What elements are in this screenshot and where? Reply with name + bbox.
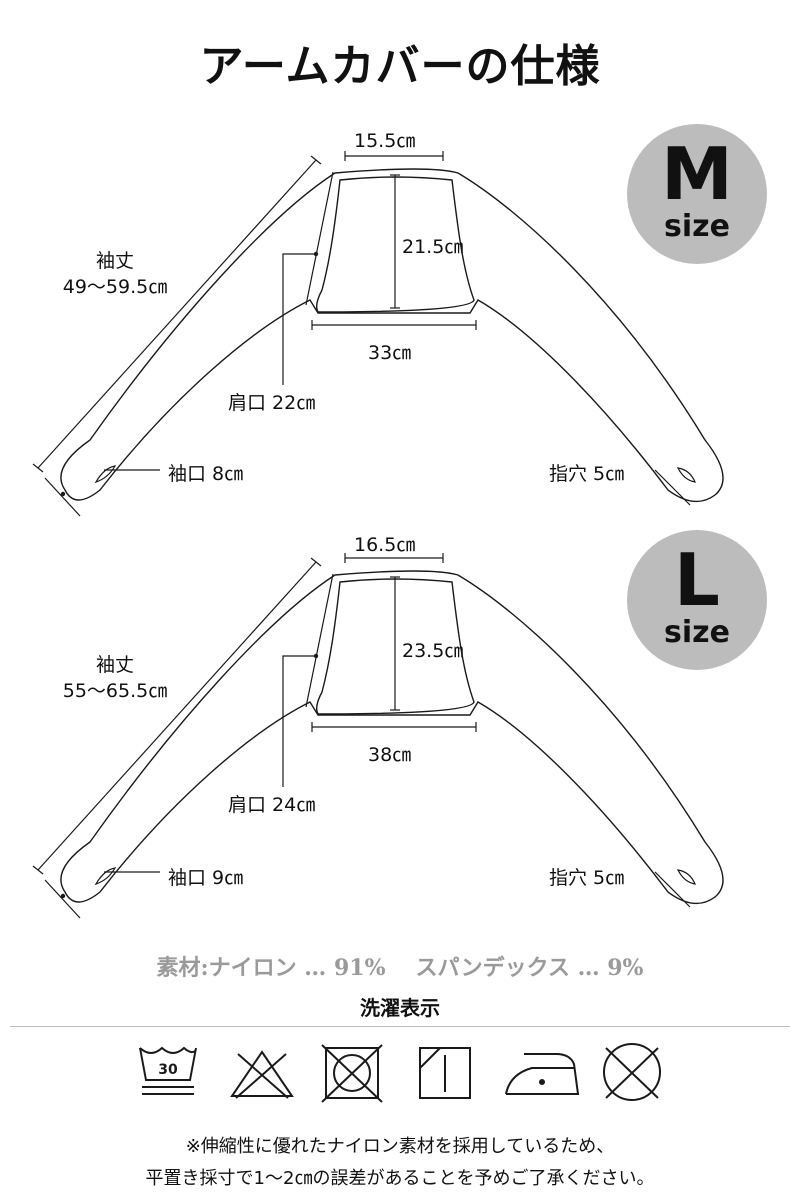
width-label: 38㎝ [368, 744, 412, 766]
note-line-2: 平置き採寸で1〜2㎝の誤差があることを予めご了承ください。 [145, 1168, 655, 1189]
thumb-hole-label: 指穴 5㎝ [549, 867, 625, 889]
height-label: 23.5㎝ [402, 640, 464, 662]
shoulder-top-label: 15.5㎝ [354, 130, 416, 152]
material-line: 素材:ナイロン … 91% スパンデックス … 9% [0, 950, 800, 982]
care-title: 洗濯表示 [360, 996, 440, 1020]
material-item-nylon: ナイロン … 91% [208, 955, 386, 981]
note-line-1: ※伸縮性に優れたナイロン素材を採用しているため、 [185, 1136, 615, 1157]
page-title: アームカバーの仕様 [199, 41, 601, 92]
size-word: size [664, 615, 730, 650]
width-label: 33㎝ [368, 342, 412, 364]
sleeve-length-value: 49〜59.5㎝ [62, 276, 168, 298]
sleeve-length-title: 袖丈 [95, 250, 134, 272]
size-badge-l: L size [627, 530, 767, 670]
height-label: 21.5㎝ [402, 236, 464, 258]
material-label: 素材: [156, 955, 209, 981]
size-word: size [664, 209, 730, 244]
sleeve-length-title: 袖丈 [95, 654, 134, 676]
shoulder-top-label: 16.5㎝ [354, 534, 416, 556]
cuff-label: 袖口 9㎝ [168, 867, 244, 889]
divider [10, 1026, 790, 1027]
size-badge-m: M size [627, 124, 767, 264]
thumb-hole-label: 指穴 5㎝ [549, 463, 625, 485]
size-letter: M [661, 132, 733, 216]
material-item-spandex: スパンデックス … 9% [415, 955, 644, 981]
sleeve-length-value: 55〜65.5㎝ [62, 680, 168, 702]
shoulder-opening-label: 肩口 24㎝ [228, 794, 316, 816]
cuff-label: 袖口 8㎝ [168, 463, 244, 485]
size-letter: L [674, 538, 720, 622]
shoulder-opening-label: 肩口 22㎝ [228, 392, 316, 414]
